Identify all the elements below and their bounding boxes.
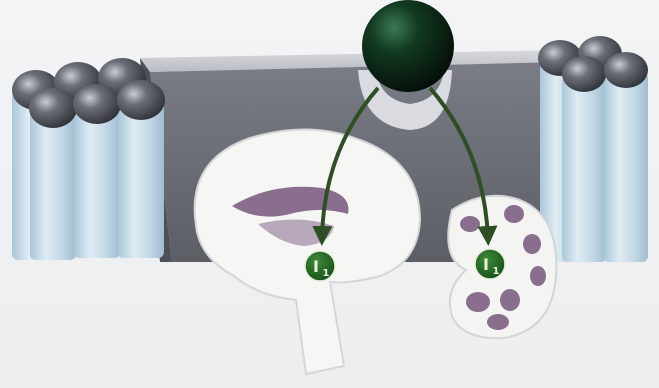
- lipid-head: [73, 84, 121, 124]
- svg-text:1: 1: [323, 268, 330, 279]
- lipid-head: [604, 52, 648, 88]
- ligand-sphere-icon: [362, 0, 454, 92]
- svg-text:I: I: [483, 255, 489, 274]
- badge-label: I: [483, 255, 489, 274]
- lipid-head: [29, 88, 77, 128]
- lipid-head: [117, 80, 165, 120]
- badge-label: I: [313, 257, 319, 276]
- receptor-badge-brain: I 1: [305, 251, 335, 281]
- lipid-cylinders-left: [12, 58, 165, 260]
- receptor-badge-kidney: I 1: [475, 249, 505, 279]
- lipid-cylinders-right: [538, 36, 648, 262]
- badge-subscript: 1: [493, 266, 500, 277]
- svg-text:I: I: [313, 257, 319, 276]
- svg-text:1: 1: [493, 266, 500, 277]
- badge-subscript: 1: [323, 268, 330, 279]
- lipid-head: [562, 56, 606, 92]
